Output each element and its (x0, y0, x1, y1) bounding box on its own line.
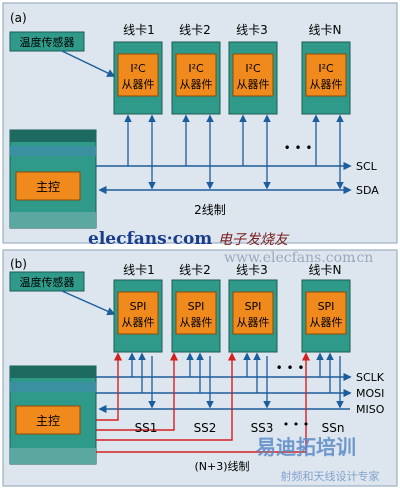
panel-b-ss2-line (96, 352, 179, 431)
panel-b-card-n-chip (305, 291, 347, 335)
panel-a-master-band-top (10, 130, 96, 142)
panel-b-card-1-chip-type: SPI (130, 300, 147, 313)
panel-b-ss2-label: SS2 (194, 421, 217, 435)
panel-a-card-2-chip-role: 从器件 (180, 78, 213, 91)
panel-a-master-band-bottom (10, 212, 96, 228)
panel-a-card-2: 线卡2 I²C 从器件 (171, 23, 221, 115)
watermark-training-subtitle: 射频和天线设计专家 (281, 469, 380, 483)
panel-b-master-band-bottom (10, 448, 96, 464)
panel-b-miso-label: MISO (356, 403, 385, 416)
panel-b-sclk-label: SCLK (356, 371, 385, 384)
panel-b-card-2-title: 线卡2 (179, 263, 211, 277)
panel-a-card-connections (124, 114, 344, 190)
watermark-band: elecfans·com 电子发烧友 (88, 229, 290, 249)
panel-b-master-label: 主控 (36, 414, 60, 428)
panel-b-caption: (N+3)线制 (194, 459, 249, 473)
panel-a-sensor-box (9, 31, 85, 52)
panel-b-ss1-label: SS1 (135, 421, 158, 435)
panel-b: (b) 温度传感器 线卡1 SPI 从器件 线卡2 SPI 从器件 线卡3 SP… (2, 249, 398, 487)
panel-a-card-n-chip (305, 53, 347, 97)
panel-b-sensor-arrow (61, 290, 116, 316)
panel-a-master-band-mid (10, 146, 96, 156)
panel-a-card-3-chip-type: I²C (245, 62, 261, 75)
panel-b-card-3: 线卡3 SPI 从器件 (228, 263, 278, 353)
panel-b-card-3-chip-type: SPI (245, 300, 262, 313)
panel-b-ss-ellipsis: • • • (283, 418, 309, 431)
panel-a-card-1-chip-type: I²C (130, 62, 146, 75)
panel-b-mosi-label: MOSI (356, 387, 384, 400)
panel-b-card-1-chip-role: 从器件 (122, 316, 155, 329)
panel-b-card-n-title: 线卡N (309, 263, 342, 277)
panel-b-master: 主控 (9, 365, 97, 465)
panel-b-card-1-title: 线卡1 (123, 263, 155, 277)
panel-a-card-1: 线卡1 I²C 从器件 (113, 23, 163, 115)
panel-a-card-3-title: 线卡3 (236, 23, 268, 37)
panel-b-master-chip (15, 405, 81, 435)
panel-a-card-n: 线卡N I²C 从器件 (301, 23, 351, 115)
panel-a: (a) 温度传感器 线卡1 I²C 从器件 线卡2 I²C 从器件 线卡3 I²… (2, 2, 398, 244)
panel-a-scl-label: SCL (356, 160, 378, 173)
panel-b-card-2-chip-role: 从器件 (180, 316, 213, 329)
panel-a-caption: 2线制 (194, 203, 226, 217)
panel-a-card-2-chip-type: I²C (188, 62, 204, 75)
panel-a-sensor-label: 温度传感器 (20, 35, 75, 49)
panel-b-ss3-label: SS3 (251, 421, 274, 435)
panel-b-label: (b) (10, 257, 27, 271)
panel-a-master-chip (15, 171, 81, 201)
panel-b-sensor-label: 温度传感器 (20, 275, 75, 289)
watermark-training: 易迪拓培训 射频和天线设计专家 (256, 435, 380, 483)
panel-b-ss3-line (96, 352, 237, 441)
panel-a-label: (a) (10, 11, 27, 25)
panel-a-card-n-chip-role: 从器件 (310, 78, 343, 91)
panel-b-master-band-top (10, 366, 96, 378)
panel-a-card-1-title: 线卡1 (123, 23, 155, 37)
panel-b-card-n: 线卡N SPI 从器件 (301, 263, 351, 353)
panel-a-card-3-chip (232, 53, 274, 97)
panel-b-card-2-chip-type: SPI (188, 300, 205, 313)
panel-a-master: 主控 (9, 129, 97, 229)
panel-a-ellipsis: • • • (284, 141, 313, 155)
panel-b-card-connections (128, 352, 344, 409)
panel-b-card-n-chip-type: SPI (318, 300, 335, 313)
panel-a-card-n-title: 线卡N (309, 23, 342, 37)
panel-b-card-1-chip (117, 291, 159, 335)
watermark-brand: elecfans·com (88, 229, 212, 249)
panel-a-sda-label: SDA (356, 184, 379, 197)
panel-b-select-lines (96, 352, 311, 453)
panel-a-card-3-chip-role: 从器件 (237, 78, 270, 91)
panel-b-ssn-label: SSn (322, 421, 345, 435)
panel-a-card-3: 线卡3 I²C 从器件 (228, 23, 278, 115)
panel-a-card-1-chip (117, 53, 159, 97)
panel-b-card-1: 线卡1 SPI 从器件 (113, 263, 163, 353)
panel-a-card-2-chip (175, 53, 217, 97)
panel-a-master-label: 主控 (36, 180, 60, 194)
panel-b-ss1-line (96, 352, 123, 421)
panel-b-sensor-box (9, 271, 85, 292)
panel-a-sensor-arrow (61, 50, 116, 77)
panel-a-card-1-chip-role: 从器件 (122, 78, 155, 91)
panel-b-ssn-line (96, 352, 311, 453)
watermark-site: www.elecfans.com (224, 250, 355, 266)
panel-b-card-3-title: 线卡3 (236, 263, 268, 277)
panel-b-card-2: 线卡2 SPI 从器件 (171, 263, 221, 353)
watermark-training-title: 易迪拓培训 (256, 435, 356, 459)
watermark-site-cn: .cn (352, 250, 373, 266)
panel-b-card-n-chip-role: 从器件 (310, 316, 343, 329)
panel-b-ellipsis: • • • (276, 361, 305, 375)
panel-b-card-3-chip (232, 291, 274, 335)
panel-a-card-2-title: 线卡2 (179, 23, 211, 37)
panel-b-card-3-chip-role: 从器件 (237, 316, 270, 329)
panel-b-master-band-mid (10, 382, 96, 392)
panel-a-card-n-chip-type: I²C (318, 62, 334, 75)
panel-b-card-2-chip (175, 291, 217, 335)
watermark-brand-cn: 电子发烧友 (218, 232, 290, 248)
